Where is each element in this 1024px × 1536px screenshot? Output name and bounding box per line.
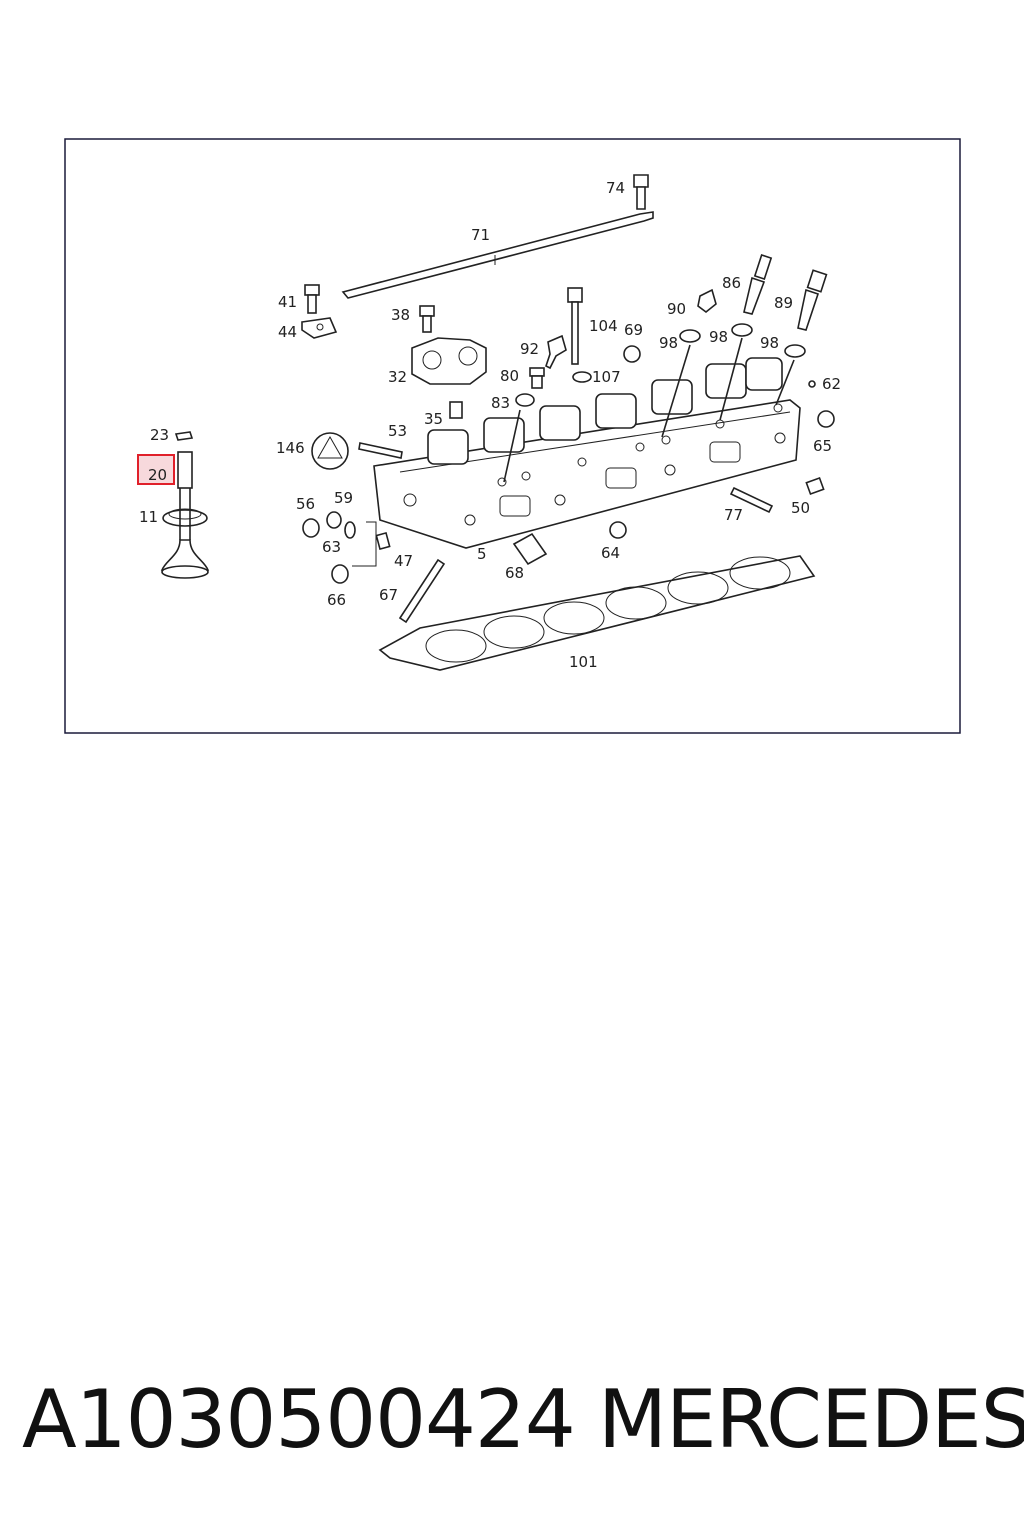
part-seal-ring-83 — [515, 393, 535, 407]
callout-11: 11 — [139, 508, 158, 526]
part-valve-assembly — [160, 431, 210, 579]
callout-101: 101 — [569, 653, 598, 671]
footer-caption: A1030500424 MERCEDES — [0, 1370, 1024, 1470]
callout-98-a: 98 — [659, 334, 678, 352]
part-seal-98b — [731, 323, 753, 337]
part-plug-64 — [609, 521, 627, 539]
callout-66: 66 — [327, 591, 346, 609]
callout-80: 80 — [500, 367, 519, 385]
part-seal-98c — [784, 344, 806, 358]
part-head-gasket-101 — [378, 555, 816, 671]
callout-23: 23 — [150, 426, 169, 444]
part-sensor-90 — [697, 288, 717, 314]
part-bearing-block-32 — [411, 337, 487, 385]
part-sleeve-50 — [805, 476, 825, 496]
callout-53: 53 — [388, 422, 407, 440]
part-seal-98a — [679, 329, 701, 343]
callout-107: 107 — [592, 368, 621, 386]
callout-20-highlight[interactable] — [137, 454, 175, 485]
callout-67: 67 — [379, 586, 398, 604]
callout-56: 56 — [296, 495, 315, 513]
callout-77: 77 — [724, 506, 743, 524]
callout-69: 69 — [624, 321, 643, 339]
part-plug-80 — [529, 367, 545, 389]
callout-44: 44 — [278, 323, 297, 341]
callout-90: 90 — [667, 300, 686, 318]
callout-86: 86 — [722, 274, 741, 292]
part-injector-86 — [743, 253, 773, 315]
part-plug-69 — [623, 345, 641, 363]
callout-62: 62 — [822, 375, 841, 393]
callout-59: 59 — [334, 489, 353, 507]
part-stud-53 — [358, 442, 403, 459]
part-cylinder-head-5 — [373, 337, 801, 549]
part-bolt-38 — [419, 305, 435, 333]
part-plug-66 — [331, 564, 349, 584]
part-sleeve-68 — [512, 532, 548, 566]
callout-47: 47 — [394, 552, 413, 570]
leader-bracket — [352, 521, 377, 567]
callout-74: 74 — [606, 179, 625, 197]
exploded-parts-diagram: 74 71 41 44 38 32 104 69 90 86 89 92 80 … — [64, 138, 961, 734]
callout-32: 32 — [388, 368, 407, 386]
callout-65: 65 — [813, 437, 832, 455]
part-washer-107 — [572, 371, 592, 383]
part-bolt-74 — [633, 174, 649, 210]
part-injector-89 — [797, 269, 828, 331]
part-number: A1030500424 — [22, 1373, 576, 1466]
callout-38: 38 — [391, 306, 410, 324]
part-tube-67 — [398, 558, 446, 624]
callout-41: 41 — [278, 293, 297, 311]
part-ring-62 — [808, 380, 816, 388]
callout-104: 104 — [589, 317, 618, 335]
part-guide-rail — [341, 211, 654, 299]
callout-71: 71 — [471, 226, 490, 244]
callout-64: 64 — [601, 544, 620, 562]
callout-20: 20 — [148, 466, 167, 484]
callout-92: 92 — [520, 340, 539, 358]
callout-35: 35 — [424, 410, 443, 428]
part-stud-77 — [729, 486, 774, 514]
callout-5: 5 — [477, 545, 487, 563]
part-sleeve-35 — [449, 401, 463, 419]
callout-83: 83 — [491, 394, 510, 412]
callout-98-c: 98 — [760, 334, 779, 352]
part-long-bolt-104 — [567, 287, 583, 365]
part-bolt-41 — [304, 284, 320, 314]
callout-98-b: 98 — [709, 328, 728, 346]
callout-50: 50 — [791, 499, 810, 517]
part-pin-47 — [375, 531, 391, 551]
brand-name: MERCEDES — [598, 1373, 1024, 1466]
part-plug-65 — [817, 410, 835, 428]
callout-68: 68 — [505, 564, 524, 582]
callout-63: 63 — [322, 538, 341, 556]
part-ring-63 — [344, 521, 356, 539]
callout-89: 89 — [774, 294, 793, 312]
part-ring-59 — [326, 511, 342, 529]
callout-146: 146 — [276, 439, 305, 457]
part-sensor-92 — [545, 334, 567, 370]
part-sprocket-146 — [311, 432, 349, 470]
part-plug-56 — [302, 518, 320, 538]
part-bracket-44 — [301, 317, 338, 339]
